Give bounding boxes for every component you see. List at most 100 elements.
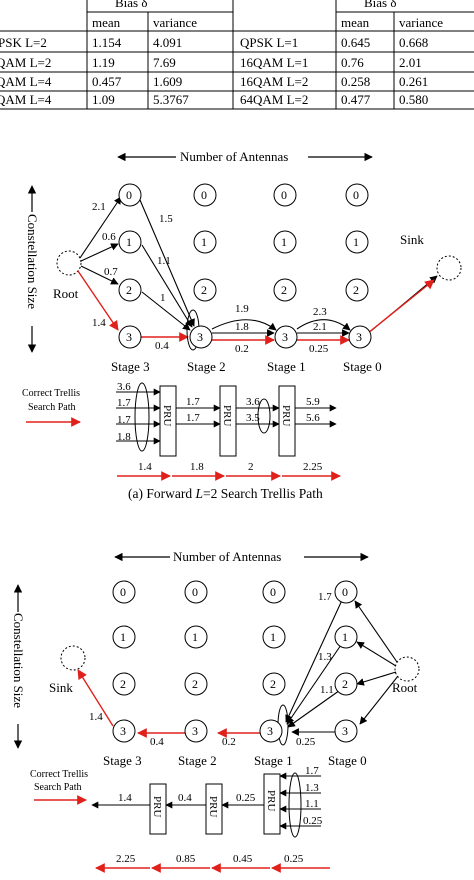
svg-text:0.668: 0.668	[399, 35, 428, 50]
svg-text:5.6: 5.6	[306, 412, 320, 424]
svg-text:0.477: 0.477	[341, 92, 371, 107]
edge-label: 1.8	[235, 321, 249, 333]
svg-text:2: 2	[342, 677, 348, 691]
svg-text:2: 2	[201, 283, 207, 297]
svg-text:2: 2	[281, 283, 287, 297]
pru-chain-b: 1.7 1.3 1.1 0.25 PRU 0.25 PRU 0.4 PRU 1.…	[91, 765, 323, 838]
svg-text:1.7: 1.7	[186, 412, 200, 424]
svg-text:0: 0	[342, 585, 348, 599]
diagram-b: Number of Antennas Constellation Size Si…	[11, 549, 420, 873]
svg-text:2.01: 2.01	[399, 55, 422, 70]
edge-label: 1.4	[92, 317, 106, 329]
svg-text:QAM L=4: QAM L=4	[0, 74, 52, 89]
svg-text:2: 2	[353, 283, 359, 297]
edge-label: 0.4	[155, 340, 169, 352]
svg-text:2.25: 2.25	[303, 461, 323, 473]
svg-text:0.580: 0.580	[399, 92, 428, 107]
svg-text:QPSK L=1: QPSK L=1	[240, 35, 298, 50]
antennas-label: Number of Antennas	[180, 149, 288, 164]
legend-text: Correct Trellis	[22, 388, 80, 399]
root-node	[56, 250, 82, 276]
svg-text:1.7: 1.7	[117, 397, 131, 409]
svg-text:0.258: 0.258	[341, 74, 370, 89]
stage-label: Stage 2	[178, 753, 217, 768]
pru-chain-a: 3.6 1.7 1.7 1.8 PRU 1.7 1.7 PRU 3.6 3.5 …	[116, 381, 337, 457]
svg-text:0: 0	[126, 188, 132, 202]
root-node	[394, 656, 420, 682]
edge-label: 1.5	[159, 213, 173, 225]
svg-text:0.261: 0.261	[399, 74, 428, 89]
edge-label: 0.7	[104, 266, 118, 278]
svg-text:4.091: 4.091	[153, 35, 182, 50]
edge-label: 2.3	[313, 306, 327, 318]
svg-text:1.609: 1.609	[153, 74, 182, 89]
svg-text:3: 3	[342, 724, 348, 738]
svg-text:1: 1	[342, 630, 348, 644]
svg-text:1: 1	[281, 235, 287, 249]
svg-text:1: 1	[201, 235, 207, 249]
svg-text:1.09: 1.09	[92, 92, 115, 107]
svg-text:5.3767: 5.3767	[153, 92, 189, 107]
svg-text:16QAM L=2: 16QAM L=2	[240, 74, 308, 89]
edge-label: 0.2	[222, 736, 236, 748]
svg-text:QAM L=2: QAM L=2	[0, 55, 51, 70]
svg-text:1.3: 1.3	[305, 782, 319, 794]
edge-label: 1.9	[235, 303, 249, 315]
svg-text:2.25: 2.25	[116, 853, 136, 865]
stage-label: Stage 3	[111, 359, 150, 374]
svg-text:QAM L=4: QAM L=4	[0, 92, 52, 107]
pru-label: PRU	[161, 405, 173, 426]
edge-label: 1.1	[320, 684, 334, 696]
sink-node	[436, 255, 462, 281]
sink-label: Sink	[49, 680, 73, 695]
table-col-variance-right: variance	[399, 15, 443, 30]
svg-text:2: 2	[192, 677, 198, 691]
svg-text:1.8: 1.8	[117, 431, 131, 443]
svg-text:1.7: 1.7	[186, 396, 200, 408]
svg-text:0: 0	[353, 188, 359, 202]
edge-label: 0.4	[150, 736, 164, 748]
edge-label: 1.3	[318, 651, 332, 663]
table-col-mean-right: mean	[341, 15, 370, 30]
pru-label: PRU	[265, 790, 277, 811]
svg-text:0.25: 0.25	[236, 792, 256, 804]
svg-text:3: 3	[126, 330, 132, 344]
svg-text:5.9: 5.9	[306, 396, 320, 408]
svg-text:1.4: 1.4	[118, 792, 132, 804]
table-row: QAM L=4 1.09 5.3767 64QAM L=2 0.477 0.58…	[0, 92, 428, 107]
edge-label: 0.25	[296, 736, 316, 748]
diagram-a: Number of Antennas Constellation Size Ro…	[22, 149, 462, 501]
table-row: QAM L=2 1.19 7.69 16QAM L=1 0.76 2.01	[0, 55, 422, 70]
table-header-bias-left: Bias δ	[115, 0, 148, 10]
legend-text: Correct Trellis	[30, 769, 88, 780]
stage-label: Stage 2	[187, 359, 226, 374]
svg-text:0: 0	[270, 585, 276, 599]
stage-label: Stage 0	[328, 753, 367, 768]
svg-text:0.45: 0.45	[233, 853, 253, 865]
svg-text:1.154: 1.154	[92, 35, 122, 50]
svg-text:0.76: 0.76	[341, 55, 364, 70]
svg-text:1.19: 1.19	[92, 55, 115, 70]
edge-label: 1.1	[157, 255, 171, 267]
root-label: Root	[53, 286, 79, 301]
svg-text:0: 0	[120, 585, 126, 599]
stage-label: Stage 1	[267, 359, 306, 374]
edge-label: 1	[160, 292, 166, 304]
svg-text:3.6: 3.6	[246, 396, 260, 408]
table-col-mean-left: mean	[92, 15, 121, 30]
svg-text:2: 2	[270, 677, 276, 691]
svg-text:7.69: 7.69	[153, 55, 176, 70]
svg-text:1.8: 1.8	[190, 461, 204, 473]
pru-label: PRU	[207, 796, 219, 817]
root-label: Root	[392, 680, 418, 695]
table-row: QAM L=4 0.457 1.609 16QAM L=2 0.258 0.26…	[0, 74, 428, 89]
caption-a: (a) Forward L=2 Search Trellis Path	[128, 486, 323, 501]
svg-text:64QAM L=2: 64QAM L=2	[240, 92, 308, 107]
svg-text:1: 1	[192, 630, 198, 644]
svg-text:0.85: 0.85	[176, 853, 196, 865]
trellis-nodes: 0 1 2 3 0 1 2 3 0 1 2 3 0 1 2 3	[118, 183, 372, 349]
pru-label: PRU	[221, 405, 233, 426]
edge-label: 0.25	[309, 343, 329, 355]
table-col-variance-left: variance	[153, 15, 197, 30]
